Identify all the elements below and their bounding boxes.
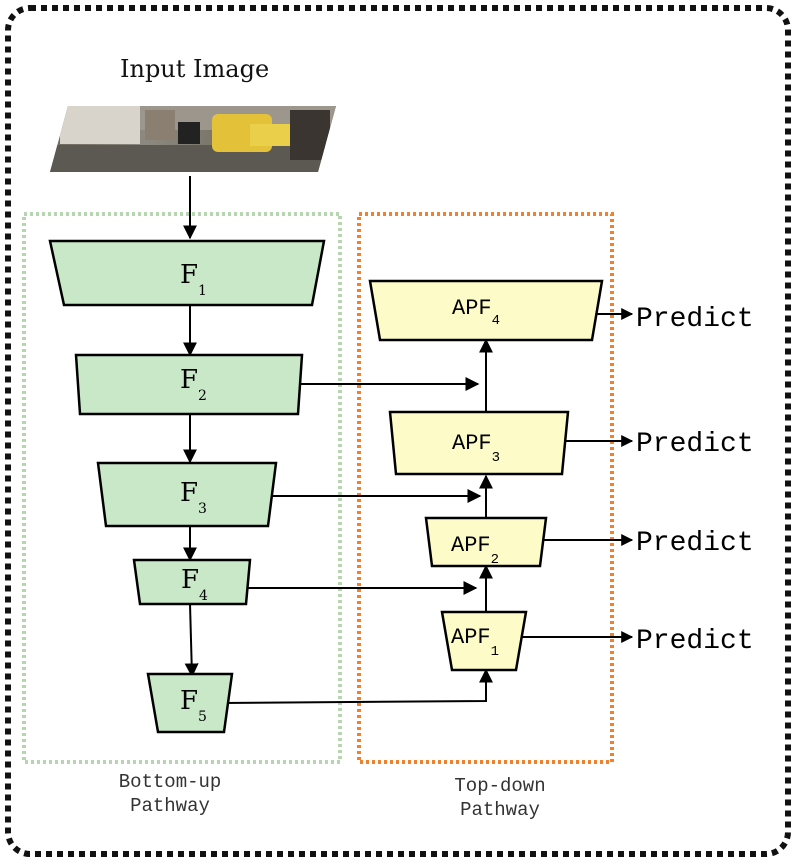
bottom-up-label: Bottom-up Pathway (80, 770, 260, 818)
block-f4 (132, 558, 252, 606)
outer-frame (5, 5, 791, 857)
apf1-label: APF1 (451, 625, 499, 660)
predict-label-2: Predict (636, 528, 754, 559)
top-down-box (357, 212, 614, 764)
predict-label-1: Predict (636, 626, 754, 657)
bottom-up-label-line1: Bottom-up (118, 771, 222, 793)
apf3-label: APF3 (452, 431, 500, 466)
block-apf3 (388, 410, 570, 476)
f5-label: F5 (180, 686, 207, 725)
apf4-label: APF4 (452, 296, 500, 329)
block-apf1 (440, 610, 528, 672)
predict-label-3: Predict (636, 429, 754, 460)
input-image-title: Input Image (120, 55, 270, 83)
bottom-up-blocks (48, 239, 326, 734)
f2-label: F2 (180, 365, 207, 404)
block-f1 (48, 239, 326, 307)
block-apf2 (424, 516, 548, 568)
block-f3 (96, 461, 278, 528)
top-down-label-line1: Top-down (454, 775, 546, 797)
top-down-label-line2: Pathway (460, 799, 540, 821)
block-f5 (146, 672, 234, 734)
block-apf4 (368, 279, 604, 342)
f3-label: F3 (180, 478, 207, 517)
top-down-blocks (368, 279, 604, 672)
f1-label: F1 (180, 260, 207, 299)
apf2-label: APF2 (451, 533, 499, 568)
block-f2 (74, 353, 304, 416)
bottom-up-box (22, 212, 342, 764)
bottom-up-label-line2: Pathway (130, 795, 210, 817)
f4-label: F4 (181, 565, 208, 604)
connections (183, 176, 634, 704)
input-image (50, 106, 336, 172)
predict-label-4: Predict (636, 304, 754, 335)
top-down-label: Top-down Pathway (410, 774, 590, 822)
